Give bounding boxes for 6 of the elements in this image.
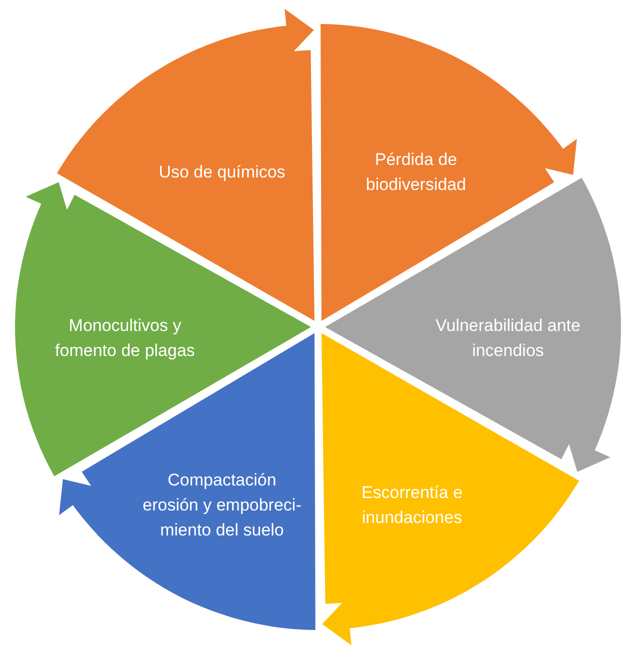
segment-label: Pérdida de biodiversidad <box>364 149 468 196</box>
segment-label: Compactación erosión y empobreci- miento del suelo <box>142 470 302 542</box>
segment-label: Escorrentía e inundaciones <box>360 482 464 529</box>
segment-label: Uso de químicos <box>158 162 286 184</box>
segment-label: Monocultivos y fomento de plagas <box>54 315 196 362</box>
segment-label: Vulnerabilidad ante incendios <box>434 315 582 362</box>
